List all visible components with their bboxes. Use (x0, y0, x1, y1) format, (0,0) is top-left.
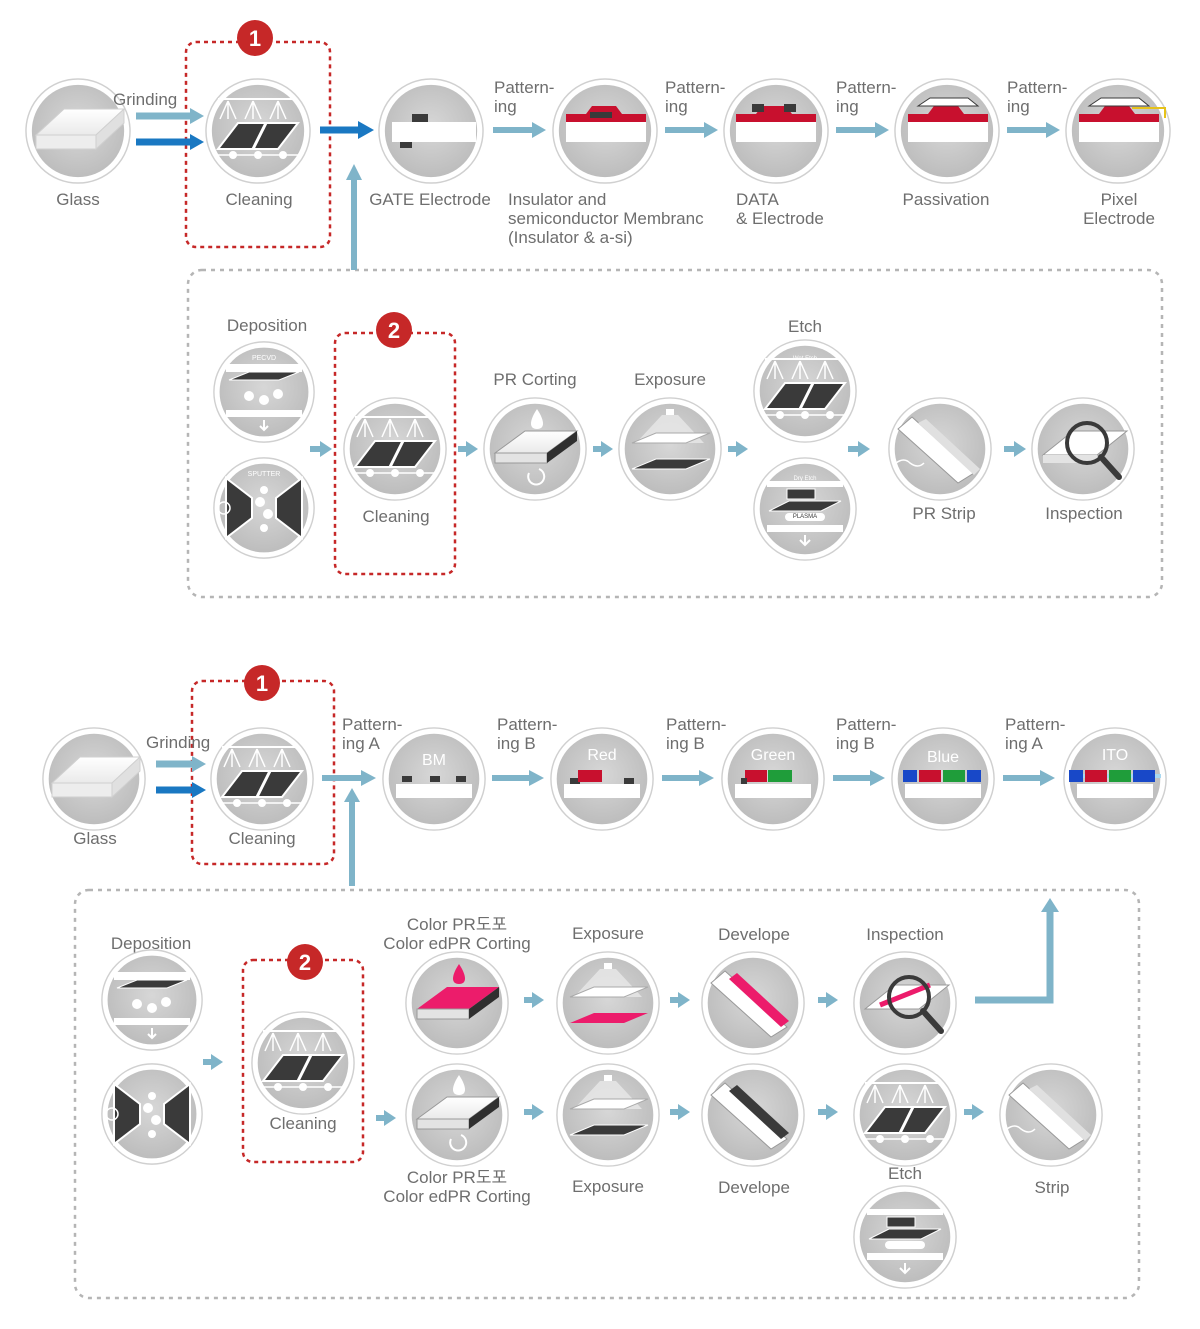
cf-patterning-b-label-2: Pattern- ing B (666, 715, 727, 753)
tft-gate-icon (378, 78, 484, 184)
cf-cleaning2-label: Cleaning (269, 1114, 337, 1133)
cf-strip-icon (999, 1063, 1103, 1167)
tft-patterning-label-3: Pattern- ing (836, 78, 897, 116)
tft-data-label: DATA & Electrode (736, 190, 824, 228)
tft-exposure-icon (618, 397, 722, 501)
cf-develope-label-top: Develope (718, 925, 790, 944)
green-label: Green (751, 747, 795, 764)
tft-pr-strip-label: PR Strip (912, 504, 976, 523)
cf-patterning-b-label-3: Pattern- ing B (836, 715, 897, 753)
tft-dry-etch-icon (753, 457, 857, 561)
tft-pixel-label: Pixel Electrode (1083, 190, 1155, 228)
tft-patterning-label-1: Pattern- ing (494, 78, 555, 116)
tft-pr-strip-icon (888, 397, 992, 501)
tft-deposition-label: Deposition (226, 316, 308, 335)
tft-inspection-label: Inspection (1045, 504, 1123, 523)
sputter-caption: SPUTTER (248, 471, 281, 478)
cf-glass-icon (42, 727, 146, 831)
tft-glass-label: Glass (56, 190, 100, 209)
cf-exposure-label-bottom: Exposure (572, 1177, 644, 1196)
tft-insulator-icon (552, 78, 658, 184)
plasma-caption: PLASMA (793, 514, 817, 520)
red-label: Red (587, 747, 616, 764)
cf-color-pr-label-bottom: Color PR도포 Color edPR Corting (383, 1168, 531, 1206)
tft-cleaning-highlight (184, 40, 332, 249)
cf-develope-icon (701, 1063, 805, 1167)
cf-pecvd-icon (101, 949, 203, 1051)
cf-section (42, 679, 1167, 1300)
cf-cleaning-label: Cleaning (228, 829, 296, 848)
tft-passivation-icon (894, 78, 1000, 184)
tft-pixel-icon (1065, 78, 1171, 184)
tft-gate-label: GATE Electrode (369, 190, 491, 209)
cf-color-inspection-icon (853, 951, 957, 1055)
cf-etch-label: Etch (887, 1164, 923, 1183)
tft-pr-coating-label: PR Corting (493, 370, 577, 389)
cf-main-arrows (322, 770, 1055, 786)
cf-wet-etch-icon (853, 1063, 957, 1167)
cf-dry-etch-icon (853, 1185, 957, 1289)
cf-patterning-b-label-1: Pattern- ing B (497, 715, 558, 753)
tft-patterning-label-4: Pattern- ing (1007, 78, 1068, 116)
cf-sub-arrows (203, 992, 984, 1126)
cf-red-icon (550, 727, 654, 831)
tft-sub-arrows (310, 441, 1026, 457)
cf-cleaning-highlight (190, 679, 336, 866)
cf-glass-label: Glass (73, 829, 117, 848)
cf-ito-icon (1063, 727, 1167, 831)
tft-etch-label: Etch (787, 317, 823, 336)
bm-label: BM (422, 752, 446, 769)
cf-deposition-label: Deposition (110, 934, 192, 953)
cf-green-icon (721, 727, 825, 831)
svg-text:2: 2 (388, 318, 400, 343)
tft-exposure-label: Exposure (634, 370, 706, 389)
tft-cleaning2-label: Cleaning (362, 507, 430, 526)
cf-color-pr-label-top: Color PR도포 Color edPR Corting (383, 915, 531, 953)
cf-strip-label: Strip (1034, 1178, 1070, 1197)
cf-patterning-a-label-2: Pattern- ing A (1005, 715, 1066, 753)
tft-section (25, 40, 1171, 599)
cf-grinding-label: Grinding (146, 733, 211, 752)
cf-blue-icon (891, 727, 995, 831)
blue-label: Blue (927, 749, 959, 766)
cf-develope-label-bottom: Develope (718, 1178, 790, 1197)
wet-etch-caption: Wet Etch (793, 356, 817, 362)
cf-color-develope-icon (701, 951, 805, 1055)
cf-inspection-to-ito-arrow (975, 910, 1054, 1004)
tft-patterning-label-2: Pattern- ing (665, 78, 726, 116)
dry-etch-caption: Dry Etch (793, 476, 816, 482)
cf-color-exposure-icon (556, 951, 660, 1055)
svg-text:1: 1 (256, 671, 268, 696)
tft-grinding-label: Grinding (113, 90, 178, 109)
tft-badge-1: 1 (237, 20, 273, 56)
tft-cleaning2-icon (343, 397, 447, 501)
cf-coat-icon (405, 1063, 509, 1167)
cf-badge-2: 2 (287, 944, 323, 980)
tft-cleaning-label: Cleaning (225, 190, 293, 209)
cf-patterning-a-label-1: Pattern- ing A (342, 715, 403, 753)
cf-exposure-icon (556, 1063, 660, 1167)
cf-exposure-label-top: Exposure (572, 924, 644, 943)
tft-passivation-label: Passivation (902, 190, 990, 209)
tft-subprocess-box (186, 268, 1164, 599)
tft-patterning-arrows (493, 122, 1060, 138)
svg-text:2: 2 (299, 950, 311, 975)
cf-color-coat-icon (405, 951, 509, 1055)
ito-label: ITO (1102, 747, 1128, 764)
tft-badge-2: 2 (376, 312, 412, 348)
tft-pr-coating-icon (483, 397, 587, 501)
cf-badge-1: 1 (244, 665, 280, 701)
tft-cleaning-icon (205, 78, 311, 184)
pecvd-caption: PECVD (252, 355, 276, 362)
cf-cleaning2-icon (251, 1011, 355, 1115)
tft-data-icon (723, 78, 829, 184)
cf-bm-icon (382, 727, 486, 831)
cf-sputter-icon (101, 1063, 203, 1165)
tft-insulator-label: Insulator and semiconductor Membranc (In… (508, 190, 704, 247)
tft-inspection-icon (1031, 397, 1135, 501)
svg-text:1: 1 (249, 26, 261, 51)
cf-cleaning-icon (210, 727, 314, 831)
cf-inspection-label: Inspection (866, 925, 944, 944)
